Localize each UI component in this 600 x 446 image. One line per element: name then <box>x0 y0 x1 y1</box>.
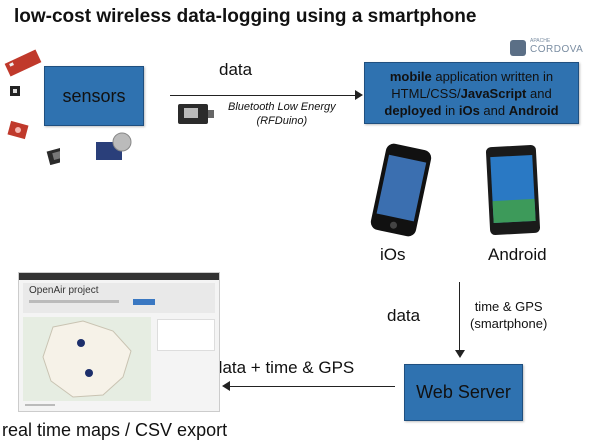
android-bold: Android <box>508 102 559 118</box>
footer-label: real time maps / CSV export <box>2 420 228 440</box>
screenshot-button <box>133 299 155 305</box>
openair-screenshot: OpenAir project <box>18 272 220 412</box>
cordova-label: CORDOVA <box>530 44 584 55</box>
mobile-line-2-rest: and <box>526 85 552 101</box>
data-label-down: data <box>387 306 421 325</box>
protocol-line-2: (RFDuino) <box>256 115 308 127</box>
time-gps-line-2: (smartphone) <box>470 316 548 331</box>
screenshot-subtitle-bar <box>29 300 119 303</box>
android-phone-image <box>485 145 541 235</box>
diagram-title: low-cost wireless data-logging using a s… <box>14 6 477 27</box>
android-label: Android <box>488 245 547 264</box>
mobile-bold: mobile <box>389 68 432 84</box>
ios-label: iOs <box>380 245 406 264</box>
screenshot-title: OpenAir project <box>29 285 99 296</box>
arrow-right-icon <box>355 90 363 100</box>
sensor-chip-icon <box>10 86 20 96</box>
time-gps-note: time & GPS (smartphone) <box>470 298 547 332</box>
rfduino-image <box>178 104 214 124</box>
protocol-line-1: Bluetooth Low Energy <box>228 101 336 113</box>
time-gps-line-1: time & GPS <box>474 299 543 314</box>
ios-bold: iOs <box>458 102 480 118</box>
sensors-box: sensors <box>44 66 144 126</box>
data-label-top: data <box>219 60 253 79</box>
javascript-bold: JavaScript <box>460 85 527 101</box>
arrow-line-down <box>459 282 460 352</box>
mobile-line-3-mid: in <box>441 102 459 118</box>
sensor-board-red-small-icon <box>7 120 29 140</box>
sensor-board-red-icon <box>4 49 42 77</box>
arrow-line-top <box>170 95 356 96</box>
screenshot-side-panel <box>157 319 215 351</box>
android-phone-icon <box>485 145 541 235</box>
arrow-down-icon <box>455 350 465 358</box>
mobile-line-2-a: HTML/CSS/ <box>391 85 461 101</box>
arrow-line-left <box>230 386 395 387</box>
mobile-line-3-and: and <box>479 102 509 118</box>
data-time-gps-label: data + time & GPS <box>213 358 355 377</box>
sensor-images <box>4 49 60 166</box>
screenshot-navbar <box>19 273 219 280</box>
iphone-icon <box>370 143 432 237</box>
screenshot-hero: OpenAir project <box>23 283 215 313</box>
screenshot-map <box>23 317 151 401</box>
mobile-application-box: mobile application written in HTML/CSS/J… <box>364 62 579 124</box>
bluetooth-protocol-label: Bluetooth Low Energy (RFDuino) <box>228 100 336 128</box>
sensor-module-black-icon <box>46 144 60 166</box>
cordova-logo-icon <box>510 40 526 56</box>
sensors-label: sensors <box>62 85 126 106</box>
gas-sensor-image <box>96 132 132 160</box>
cordova-small-label: APACHE <box>530 38 551 44</box>
arrow-left-icon <box>222 381 230 391</box>
iphone-image <box>370 143 432 237</box>
rfduino-icon <box>178 104 214 124</box>
france-map-icon <box>42 320 132 398</box>
web-server-box: Web Server <box>404 364 523 421</box>
deployed-bold: deployed <box>384 102 442 118</box>
web-server-label: Web Server <box>416 382 511 402</box>
screenshot-footer <box>25 404 55 406</box>
gas-sensor-icon <box>96 132 132 160</box>
mobile-line-1-rest: application written in <box>431 68 554 84</box>
